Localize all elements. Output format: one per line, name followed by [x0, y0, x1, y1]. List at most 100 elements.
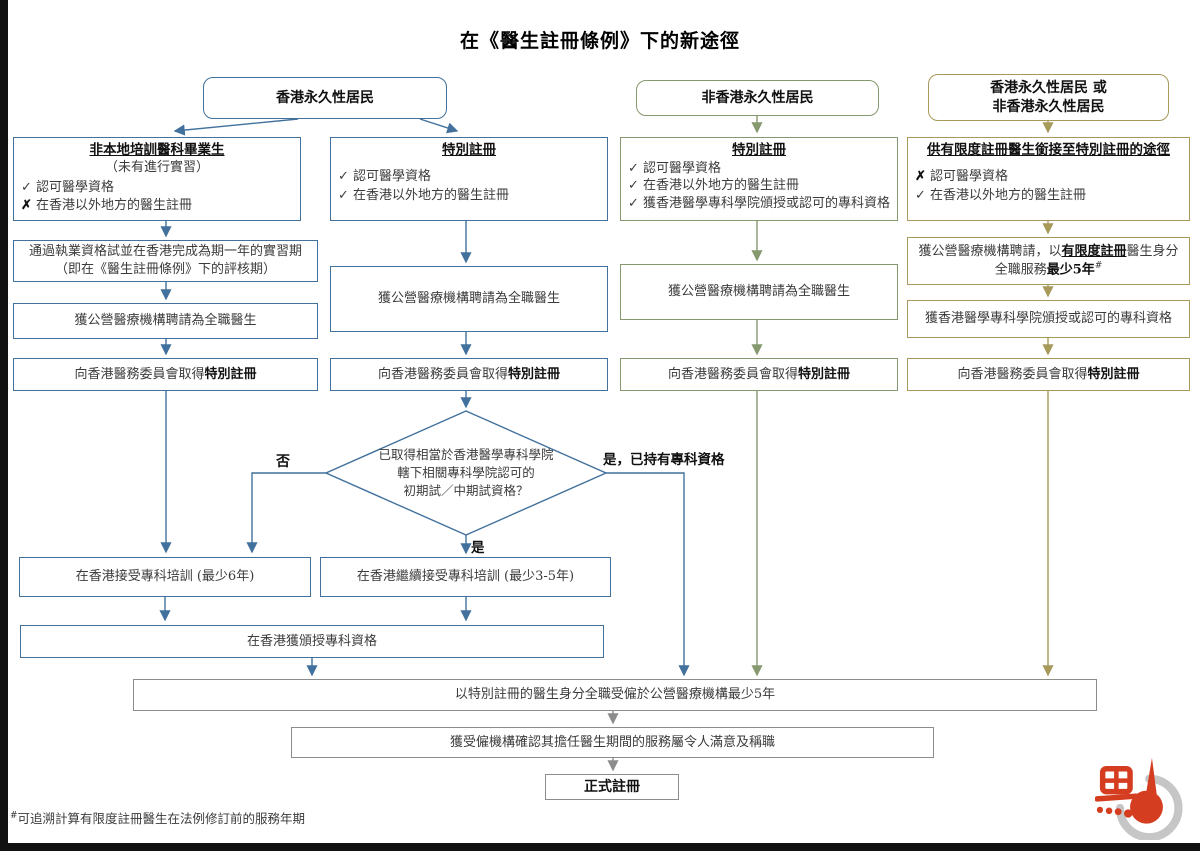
step-part3: 全職服務 [994, 262, 1047, 278]
cross-icon: ✗ [915, 169, 926, 185]
step-line2: （即在《醫生註冊條例》下的評核期） [54, 262, 276, 277]
category-title: 特別註冊 [732, 142, 786, 158]
step-text: 在香港繼續接受專科培訓 (最少3-5年) [356, 569, 575, 585]
category-items: ✗認可醫學資格 ✓在香港以外地方的醫生註冊 [908, 159, 1189, 205]
footnote-text: 可追溯計算有限度註冊醫生在法例修訂前的服務年期 [17, 811, 306, 826]
decision-line3: 初期試／中期試資格？ [403, 483, 529, 499]
decision-diamond: 已取得相當於香港醫學專科學院 轄下相關專科學院認可的 初期試／中期試資格？ [346, 446, 586, 500]
check-icon: ✓ [628, 178, 639, 194]
decision-line1: 已取得相當於香港醫學專科學院 [378, 447, 554, 462]
step-employed-limited-registration: 獲公營醫療機構聘請，以有限度註冊醫生身分 全職服務最少5年# [907, 237, 1190, 285]
step-text: 獲公營醫療機構聘請為全職醫生 [74, 313, 257, 329]
category-limited-to-special-pathway: 供有限度註冊醫生銜接至特別註冊的途徑 ✗認可醫學資格 ✓在香港以外地方的醫生註冊 [907, 137, 1190, 221]
step-specialist-training-6y: 在香港接受專科培訓 (最少6年) [19, 557, 311, 597]
item-text: 在香港以外地方的醫生註冊 [643, 178, 800, 194]
branch-label-yes-specialist: 是，已持有專科資格 [603, 452, 725, 468]
footnote-marker: # [1094, 261, 1103, 272]
step-bold: 特別註冊 [798, 366, 851, 382]
category-items: ✓認可醫學資格 ✓在香港以外地方的醫生註冊 ✓獲香港醫學專科學院頒授或認可的專科… [621, 159, 897, 211]
step-text: 正式註冊 [584, 778, 640, 795]
check-icon: ✓ [338, 187, 349, 203]
step-text: 在香港獲頒授專科資格 [246, 633, 377, 649]
check-icon: ✓ [628, 161, 639, 177]
header-either-line1: 香港永久性居民 或 [990, 80, 1107, 97]
branch-label-no: 否 [276, 454, 290, 470]
step-part1: 獲公營醫療機構聘請，以 [918, 243, 1062, 259]
category-item: ✓認可醫學資格 [21, 179, 300, 197]
item-text: 認可醫學資格 [353, 169, 432, 185]
page-title: 在《醫生註冊條例》下的新途徑 [459, 30, 740, 52]
step-full-registration: 正式註冊 [545, 774, 679, 800]
step-text: 在香港接受專科培訓 (最少6年) [75, 569, 255, 585]
step-prefix: 向香港醫務委員會取得 [667, 366, 798, 382]
step-special-registration-col3: 向香港醫務委員會取得特別註冊 [620, 358, 898, 391]
check-icon: ✓ [915, 187, 926, 203]
check-icon: ✓ [338, 169, 349, 185]
step-bold: 特別註冊 [204, 366, 257, 382]
item-text: 在香港以外地方的醫生註冊 [353, 187, 510, 203]
cross-icon: ✗ [21, 198, 32, 214]
step-text: 獲受僱機構確認其擔任醫生期間的服務屬令人滿意及稱職 [449, 734, 775, 750]
step-text: 向香港醫務委員會取得特別註冊 [957, 366, 1139, 384]
category-special-registration-non-hkpr: 特別註冊 ✓認可醫學資格 ✓在香港以外地方的醫生註冊 ✓獲香港醫學專科學院頒授或… [620, 137, 898, 221]
step-text: 獲公營醫療機構聘請，以有限度註冊醫生身分 全職服務最少5年# [918, 243, 1178, 279]
check-icon: ✓ [628, 195, 639, 211]
header-either-resident: 香港永久性居民 或 非香港永久性居民 [928, 74, 1169, 121]
step-employed-special-registration-5y: 以特別註冊的醫生身分全職受僱於公營醫療機構最少5年 [133, 679, 1097, 711]
branch-label-yes: 是 [471, 540, 485, 556]
step-licensing-exam-internship: 通過執業資格試並在香港完成為期一年的實習期 （即在《醫生註冊條例》下的評核期） [13, 240, 318, 282]
step-prefix: 向香港醫務委員會取得 [957, 366, 1088, 382]
step-text: 向香港醫務委員會取得特別註冊 [378, 366, 560, 384]
footnote: #可追溯計算有限度註冊醫生在法例修訂前的服務年期 [10, 808, 305, 827]
category-item: ✓在香港以外地方的醫生註冊 [338, 187, 607, 205]
category-item: ✓獲香港醫學專科學院頒授或認可的專科資格 [628, 195, 897, 212]
step-bold: 特別註冊 [1087, 366, 1140, 382]
step-awarded-specialist-qualification: 在香港獲頒授專科資格 [20, 625, 604, 658]
dotdotnews-logo-icon [1095, 757, 1183, 840]
step-text: 向香港醫務委員會取得特別註冊 [74, 366, 256, 384]
header-either-line2: 非香港永久性居民 [992, 98, 1105, 115]
item-text: 在香港以外地方的醫生註冊 [930, 187, 1087, 203]
category-items: ✓認可醫學資格 ✓在香港以外地方的醫生註冊 [331, 159, 607, 205]
item-text: 認可醫學資格 [643, 161, 722, 177]
step-employer-confirmation: 獲受僱機構確認其擔任醫生期間的服務屬令人滿意及稱職 [291, 727, 934, 758]
category-title: 非本地培訓醫科畢業生 [89, 142, 225, 158]
category-item: ✓在香港以外地方的醫生註冊 [915, 187, 1189, 205]
category-item: ✓在香港以外地方的醫生註冊 [628, 177, 897, 194]
category-non-local-graduate: 非本地培訓醫科畢業生 （未有進行實習） ✓認可醫學資格 ✗在香港以外地方的醫生註… [13, 137, 301, 221]
window-left-edge [0, 0, 8, 851]
step-employed-public-col2: 獲公營醫療機構聘請為全職醫生 [330, 266, 608, 332]
step-bold: 特別註冊 [508, 366, 561, 382]
step-bold-underline: 有限度註冊 [1061, 243, 1127, 259]
item-text: 獲香港醫學專科學院頒授或認可的專科資格 [643, 195, 891, 211]
category-title: 特別註冊 [442, 142, 496, 158]
step-academy-qualification-col4: 獲香港醫學專科學院頒授或認可的專科資格 [907, 300, 1190, 338]
category-items: ✓認可醫學資格 ✗在香港以外地方的醫生註冊 [14, 177, 300, 216]
category-title: 供有限度註冊醫生銜接至特別註冊的途徑 [927, 142, 1170, 158]
step-text: 獲公營醫療機構聘請為全職醫生 [667, 284, 850, 300]
check-icon: ✓ [21, 179, 32, 195]
step-specialist-training-3-5y: 在香港繼續接受專科培訓 (最少3-5年) [320, 557, 611, 597]
header-either-label: 香港永久性居民 或 非香港永久性居民 [990, 79, 1107, 115]
step-text: 通過執業資格試並在香港完成為期一年的實習期 （即在《醫生註冊條例》下的評核期） [29, 243, 302, 278]
step-special-registration-col1: 向香港醫務委員會取得特別註冊 [13, 358, 318, 391]
step-special-registration-col2: 向香港醫務委員會取得特別註冊 [330, 358, 608, 391]
decision-line2: 轄下相關專科學院認可的 [397, 465, 535, 481]
step-prefix: 向香港醫務委員會取得 [74, 366, 205, 382]
window-bottom-edge [0, 843, 1200, 851]
step-employed-public-col3: 獲公營醫療機構聘請為全職醫生 [620, 264, 898, 320]
step-part2: 醫生身分 [1126, 243, 1179, 259]
footnote-marker: # [10, 810, 18, 821]
step-text: 以特別註冊的醫生身分全職受僱於公營醫療機構最少5年 [454, 687, 776, 703]
step-special-registration-col4: 向香港醫務委員會取得特別註冊 [907, 358, 1190, 391]
step-employed-public-col1: 獲公營醫療機構聘請為全職醫生 [13, 303, 318, 339]
category-item: ✓認可醫學資格 [338, 168, 607, 186]
category-item: ✓認可醫學資格 [628, 160, 897, 177]
step-text: 向香港醫務委員會取得特別註冊 [668, 366, 850, 384]
step-text: 獲香港醫學專科學院頒授或認可的專科資格 [924, 311, 1172, 327]
item-text: 認可醫學資格 [36, 179, 115, 195]
category-subtitle: （未有進行實習） [104, 160, 209, 176]
category-special-registration-hkpr: 特別註冊 ✓認可醫學資格 ✓在香港以外地方的醫生註冊 [330, 137, 608, 221]
